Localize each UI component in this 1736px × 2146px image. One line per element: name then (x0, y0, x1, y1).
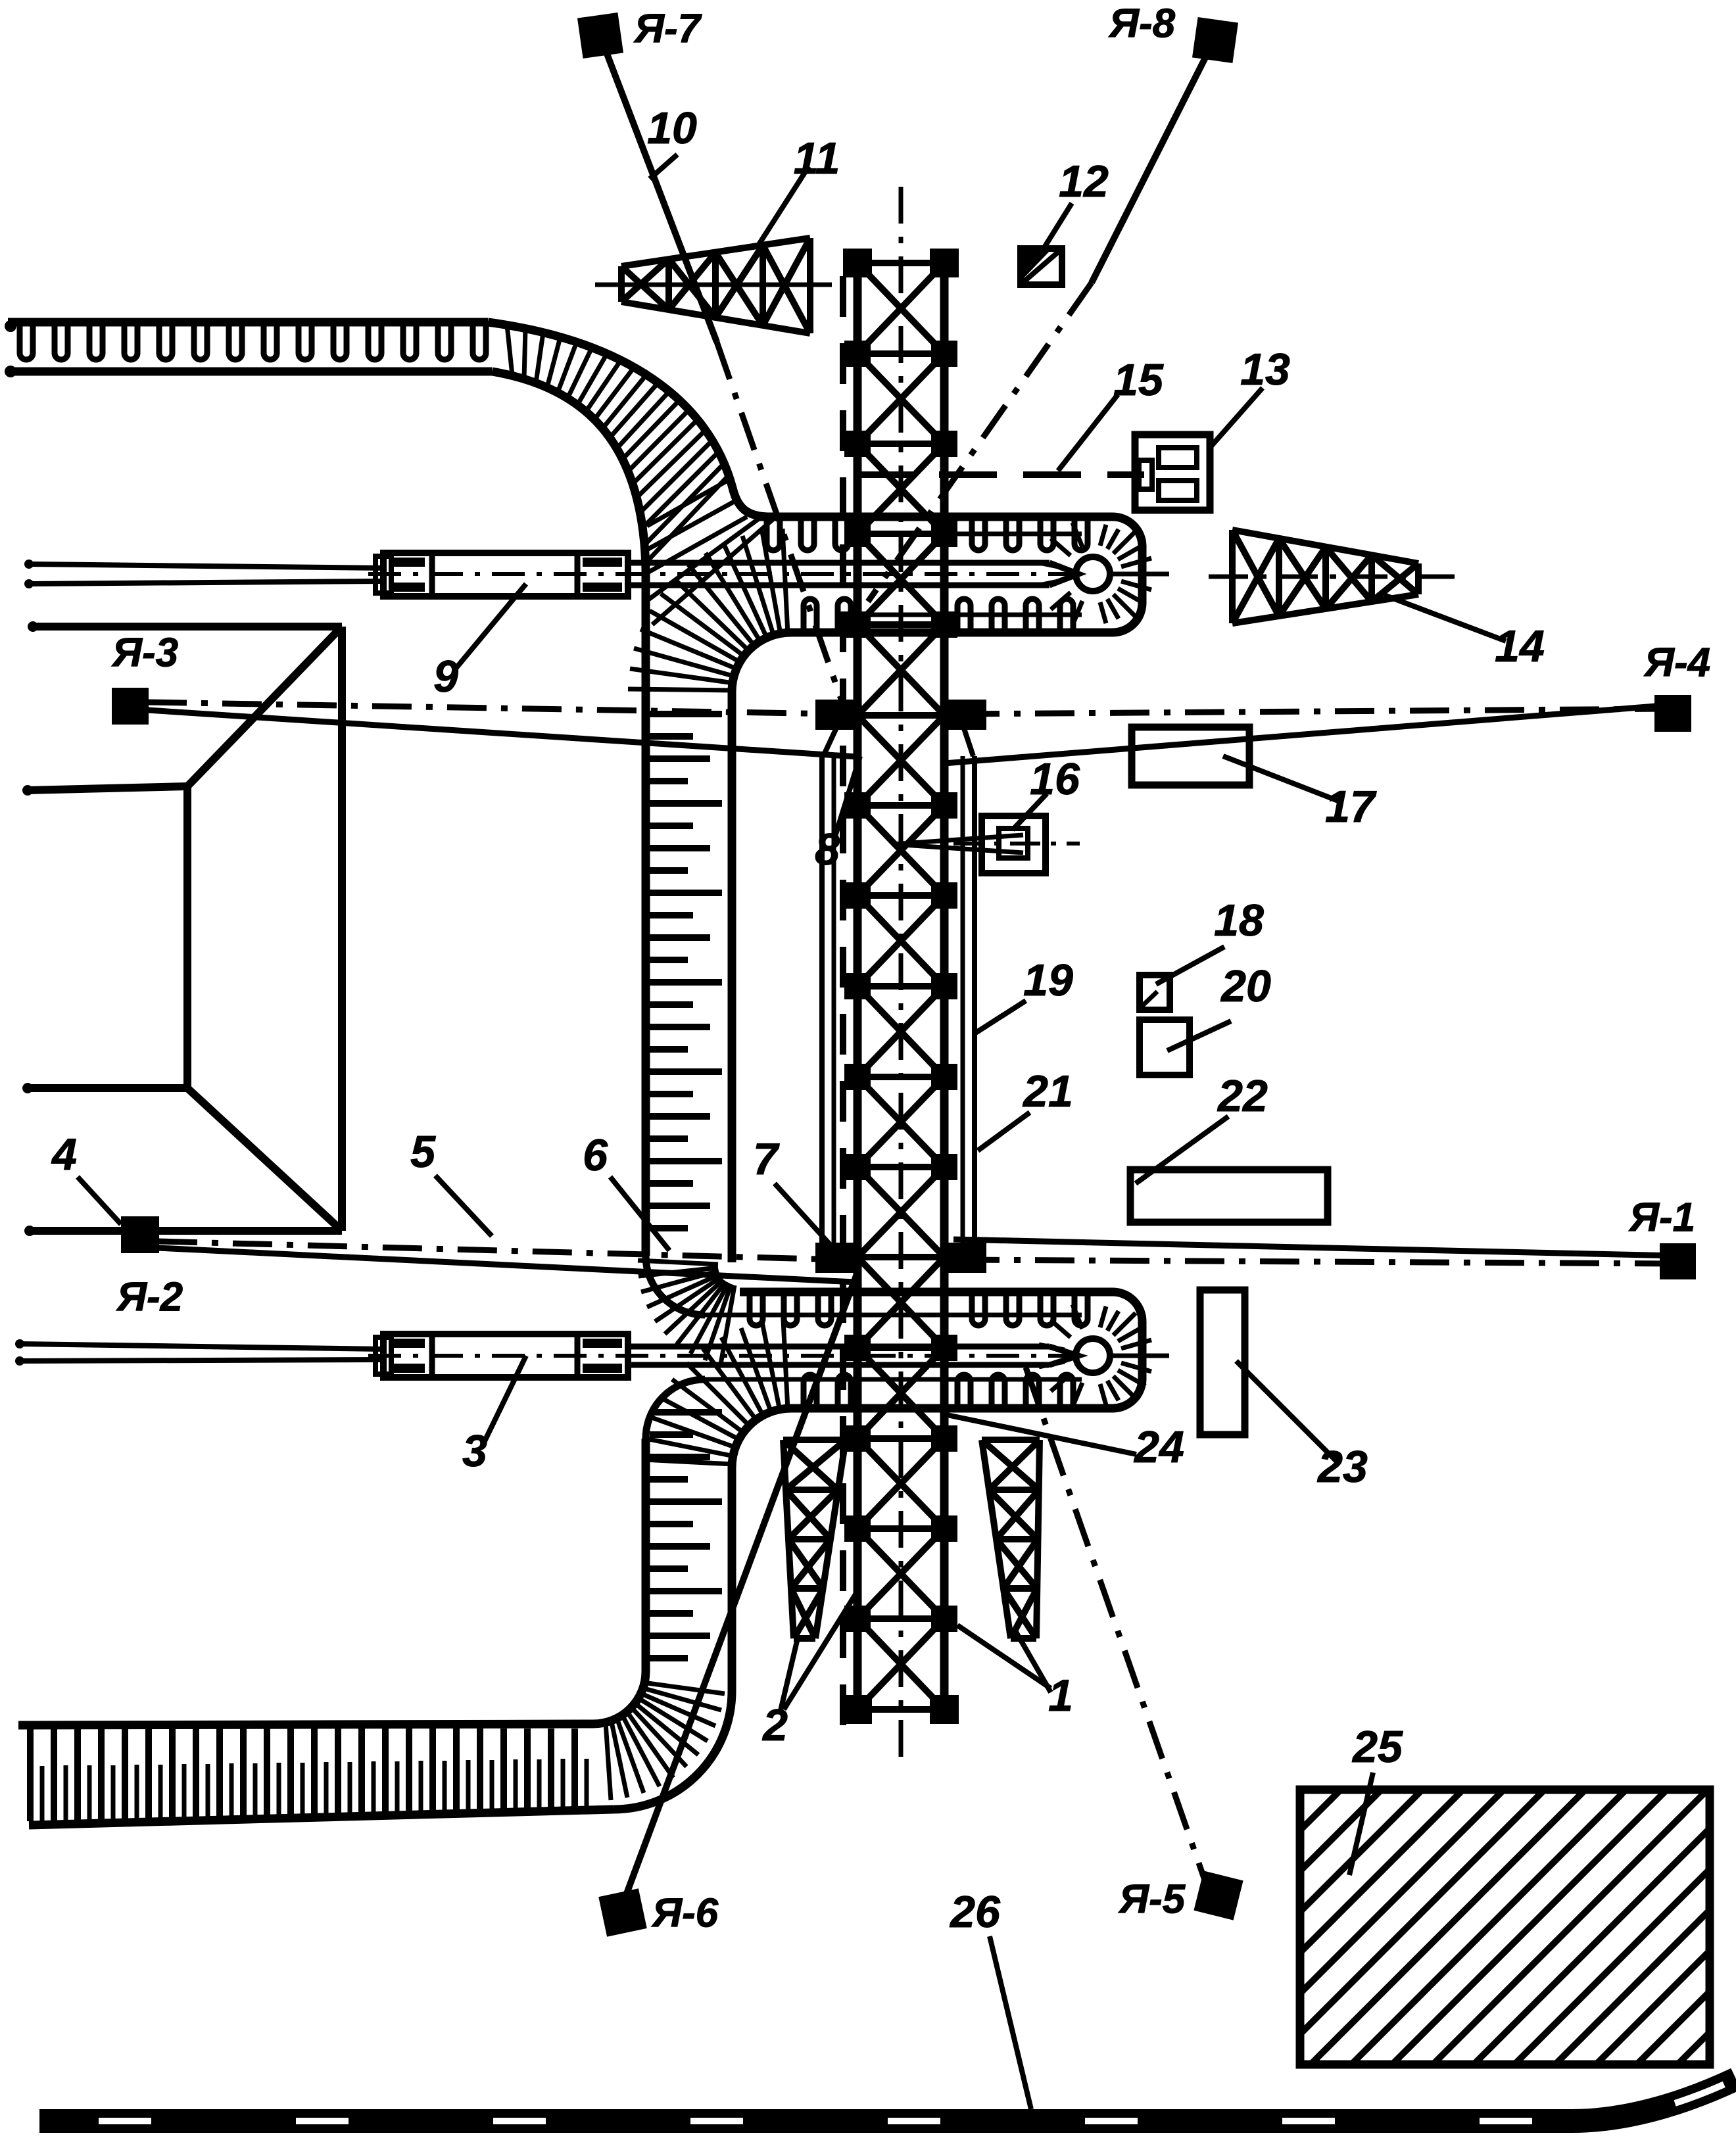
svg-text:3: 3 (462, 1426, 487, 1476)
svg-text:17: 17 (1325, 782, 1377, 832)
svg-text:22: 22 (1217, 1071, 1268, 1121)
svg-text:Я-3: Я-3 (111, 630, 178, 675)
svg-text:Я-7: Я-7 (633, 6, 702, 51)
svg-text:9: 9 (433, 652, 458, 702)
svg-text:Я-2: Я-2 (116, 1274, 183, 1320)
svg-text:26: 26 (949, 1887, 1001, 1937)
svg-text:13: 13 (1240, 345, 1290, 394)
svg-text:7: 7 (753, 1134, 780, 1184)
svg-text:5: 5 (410, 1127, 436, 1177)
svg-text:Я-8: Я-8 (1108, 1, 1176, 46)
svg-text:18: 18 (1214, 895, 1264, 945)
svg-text:1: 1 (1048, 1671, 1073, 1721)
svg-text:14: 14 (1495, 621, 1545, 671)
svg-text:Я-6: Я-6 (651, 1890, 719, 1936)
svg-text:23: 23 (1316, 1442, 1368, 1492)
svg-text:2: 2 (761, 1700, 788, 1750)
svg-text:25: 25 (1351, 1722, 1403, 1772)
svg-text:10: 10 (647, 103, 697, 153)
svg-text:8: 8 (815, 824, 840, 874)
svg-text:Я-4: Я-4 (1643, 640, 1710, 685)
svg-text:21: 21 (1022, 1066, 1073, 1116)
svg-text:20: 20 (1220, 961, 1271, 1011)
svg-text:15: 15 (1113, 355, 1164, 405)
svg-text:4: 4 (51, 1130, 77, 1180)
svg-text:24: 24 (1133, 1422, 1184, 1472)
svg-text:19: 19 (1023, 955, 1073, 1005)
svg-text:Я-5: Я-5 (1118, 1876, 1186, 1922)
svg-text:Я-1: Я-1 (1628, 1195, 1695, 1240)
svg-text:6: 6 (583, 1130, 608, 1180)
svg-text:11: 11 (794, 133, 840, 183)
svg-text:16: 16 (1030, 754, 1080, 804)
svg-text:12: 12 (1059, 156, 1109, 206)
